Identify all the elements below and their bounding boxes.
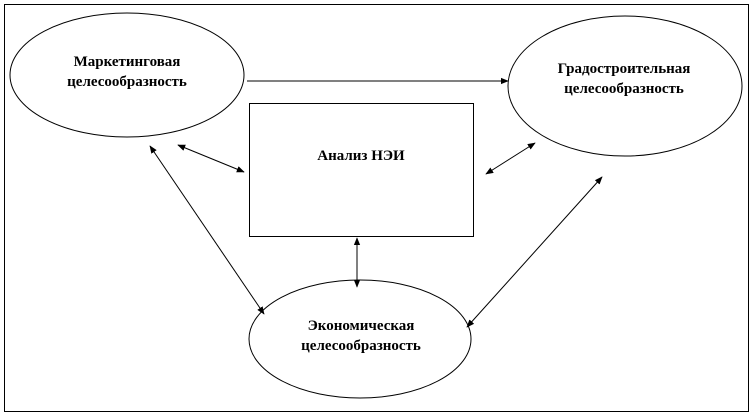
marketing-label: Маркетинговая целесообразность (28, 52, 226, 92)
arrow-economic-urban (466, 176, 603, 328)
marketing-label-line1: Маркетинговая (73, 54, 181, 70)
economic-label-line2: целесообразность (301, 338, 421, 354)
urban-label-line1: Градостроительная (557, 61, 691, 77)
analysis-box (249, 103, 474, 237)
arrow-marketing-economic (149, 145, 265, 315)
analysis-label: Анализ НЭИ (250, 146, 472, 166)
arrow-analysis-urban (485, 142, 536, 175)
analysis-label-line1: Анализ НЭИ (317, 148, 405, 164)
economic-label-line1: Экономическая (307, 318, 415, 334)
marketing-label-line2: целесообразность (67, 74, 187, 90)
urban-label: Градостроительная целесообразность (520, 59, 728, 99)
urban-ellipse (507, 15, 743, 157)
connectors (149, 77, 603, 328)
marketing-ellipse (9, 12, 245, 138)
economic-label: Экономическая целесообразность (255, 316, 467, 356)
urban-label-line2: целесообразность (564, 81, 684, 97)
